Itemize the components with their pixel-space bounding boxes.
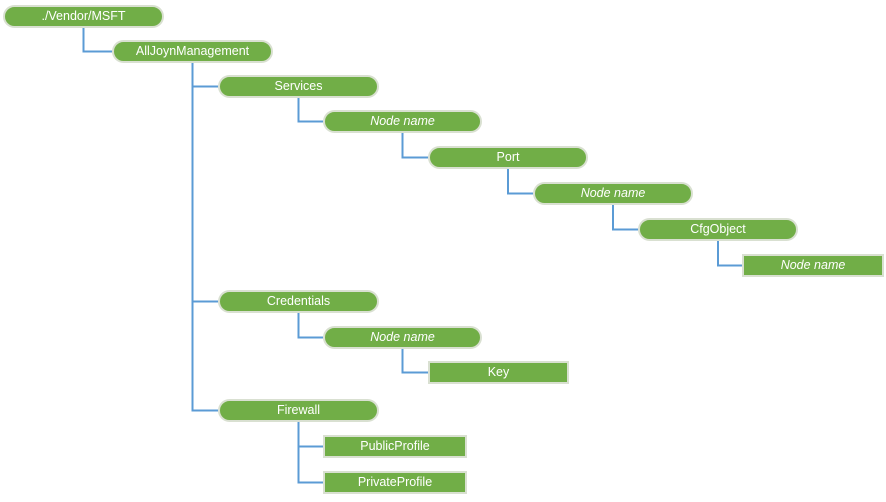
node-services-node-name: Node name: [323, 110, 482, 133]
node-services: Services: [218, 75, 379, 98]
connector-vendor-msft-to-alljoyn-management: [82, 28, 112, 53]
connector-alljoyn-management-to-credentials: [191, 63, 218, 303]
connector-port-node-name-to-cfg-object: [612, 205, 638, 231]
node-cfg-object: CfgObject: [638, 218, 798, 241]
node-key: Key: [428, 361, 569, 384]
node-alljoyn-management: AllJoynManagement: [112, 40, 273, 63]
connector-firewall-to-public-profile: [297, 422, 323, 448]
node-private-profile: PrivateProfile: [323, 471, 467, 494]
node-credentials: Credentials: [218, 290, 379, 313]
connector-credentials-to-credentials-node-name: [297, 313, 323, 339]
connector-alljoyn-management-to-firewall: [191, 63, 218, 412]
node-public-profile: PublicProfile: [323, 435, 467, 458]
connector-alljoyn-management-to-services: [191, 63, 218, 88]
connector-services-node-name-to-port: [401, 133, 428, 159]
node-vendor-msft: ./Vendor/MSFT: [3, 5, 164, 28]
node-port: Port: [428, 146, 588, 169]
node-port-node-name: Node name: [533, 182, 693, 205]
connector-cfg-object-to-cfg-object-node-name: [717, 241, 742, 267]
node-cfg-object-node-name: Node name: [742, 254, 884, 277]
connector-services-to-services-node-name: [297, 98, 323, 123]
connector-port-to-port-node-name: [507, 169, 533, 195]
node-firewall: Firewall: [218, 399, 379, 422]
connector-firewall-to-private-profile: [297, 422, 323, 484]
connector-credentials-node-name-to-key: [401, 349, 428, 374]
node-credentials-node-name: Node name: [323, 326, 482, 349]
